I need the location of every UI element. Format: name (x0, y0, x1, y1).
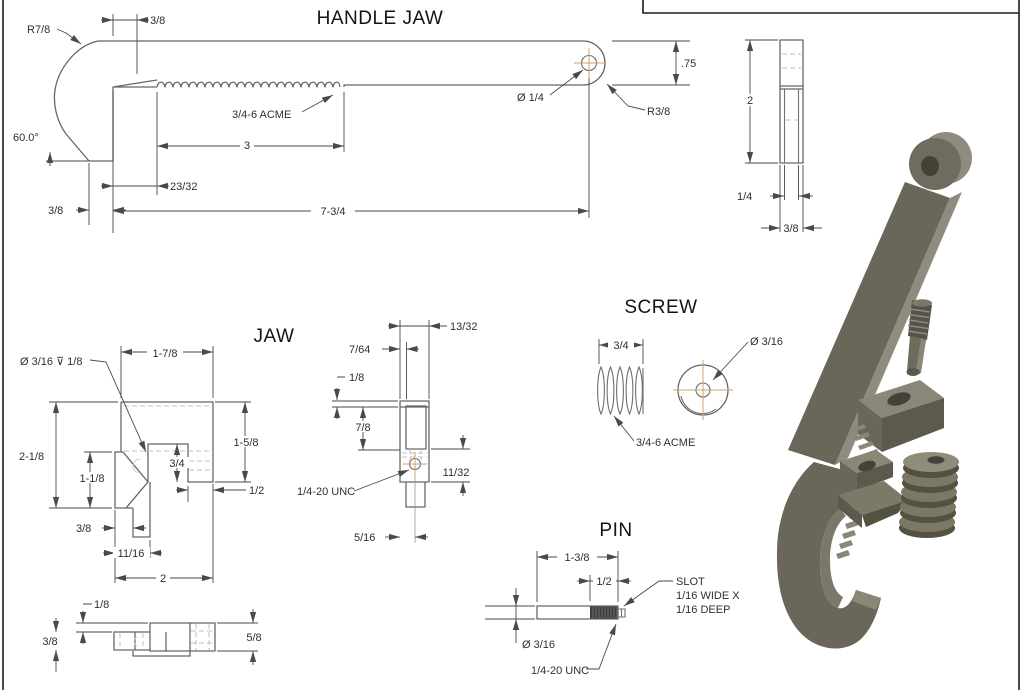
jaw-front-view: JAW Ø 3/16 ⊽ 1/8 1-7/8 2-1/8 1-1/8 3/4 1… (19, 326, 294, 585)
pin-title: PIN (599, 520, 632, 541)
dim-jaw-right: 1-5/8 (233, 437, 258, 449)
dim-handle-angle: 60.0° (13, 132, 39, 144)
dim-jawside-face: 5/16 (354, 532, 375, 544)
dim-handle-lip: 3/8 (48, 205, 63, 217)
dim-jaw-tab: 1/2 (249, 485, 264, 497)
callout-pin-slot-3: 1/16 DEEP (676, 604, 730, 616)
screw-thread-profile (597, 365, 644, 416)
jaw-side-view: 13/32 7/64 1/8 7/8 11/32 1/4-20 UNC 5/16 (297, 320, 478, 544)
dim-jawbottom-step: 1/8 (94, 599, 109, 611)
dim-pin-dia: Ø 3/16 (522, 639, 555, 651)
handle-jaw-front-view: HANDLE JAW 3/8 R7/8 60.0° 3/8 23/32 3 3/… (13, 8, 696, 233)
dim-jaw-height: 2-1/8 (19, 451, 44, 463)
dim-jawside-wall: 7/64 (349, 344, 370, 356)
handle-side-view: 2 1/4 3/8 (737, 39, 822, 235)
dim-jawside-step: 1/8 (349, 372, 364, 384)
dim-handle-offset: 23/32 (170, 181, 198, 193)
jaw-bottom-dimensions (37, 603, 268, 672)
handle-jaw-title: HANDLE JAW (317, 8, 444, 29)
jaw-front-dimensions (49, 346, 265, 583)
dim-screw-hole: Ø 3/16 (750, 336, 783, 348)
dim-jaw-bore: Ø 3/16 ⊽ 1/8 (20, 356, 82, 368)
jaw-side-dimensions (332, 320, 470, 541)
dim-side-height: 2 (747, 95, 753, 107)
model-screw (899, 452, 959, 538)
dim-pin-thread-length: 1/2 (596, 576, 611, 588)
dim-handle-rack: 3 (244, 140, 250, 152)
model-boss-hole (921, 156, 939, 176)
dim-jaw-face: 1-1/8 (79, 473, 104, 485)
dim-pin-length: 1-3/8 (564, 552, 589, 564)
dim-jawside-slot: 7/8 (355, 422, 370, 434)
dim-handle-radius: R7/8 (27, 24, 50, 36)
jaw-title: JAW (254, 326, 295, 347)
screw-view: SCREW 3/4 3/4-6 ACME Ø 3/16 (597, 297, 783, 449)
dim-handle-thread: 3/4-6 ACME (232, 109, 291, 121)
dim-screw-thread: 3/4-6 ACME (636, 437, 695, 449)
pin-view: PIN 1-3/8 1/2 SLOT 1/16 WIDE X 1/16 DEEP… (485, 520, 740, 677)
dim-handle-end-radius: R3/8 (647, 106, 670, 118)
dim-side-width: 3/8 (783, 223, 798, 235)
handle-side-dimensions (743, 39, 822, 232)
model-handle-bar (788, 182, 950, 465)
model-pin (906, 299, 932, 376)
dim-pin-thread: 1/4-20 UNC (531, 665, 589, 677)
dim-jawbottom-height: 5/8 (246, 632, 261, 644)
screw-title: SCREW (624, 297, 697, 318)
dim-jaw-top: 1-7/8 (152, 348, 177, 360)
dim-handle-height: .75 (681, 58, 696, 70)
dim-jaw-tongue: 11/16 (118, 548, 145, 560)
dim-screw-length: 3/4 (613, 340, 628, 352)
hole-centerlines (574, 48, 604, 78)
dim-jaw-width: 2 (160, 573, 166, 585)
dim-side-tongue: 1/4 (737, 191, 752, 203)
dim-jawbottom-tongue: 3/8 (42, 636, 57, 648)
jaw-bottom-view: 1/8 3/8 5/8 (37, 599, 268, 672)
dim-handle-hole: Ø 1/4 (517, 92, 544, 104)
screw-dimensions (598, 339, 749, 442)
wrench-3d-render (776, 132, 972, 649)
callout-pin-slot-1: SLOT (676, 576, 705, 588)
handle-jaw-dimensions (46, 14, 690, 233)
dim-handle-total: 7-3/4 (320, 206, 345, 218)
dim-handle-slot: 3/8 (150, 15, 165, 27)
dim-jaw-notch: 3/4 (169, 458, 184, 470)
model-jaw-wedge (838, 481, 908, 515)
dim-jaw-lip: 3/8 (76, 523, 91, 535)
pin-dimensions (485, 551, 673, 670)
dim-jawside-depth: 13/32 (450, 321, 478, 333)
dim-jawside-thread: 1/4-20 UNC (297, 486, 355, 498)
dim-jawside-hole: 11/32 (443, 467, 470, 479)
callout-pin-slot-2: 1/16 WIDE X (676, 590, 740, 602)
